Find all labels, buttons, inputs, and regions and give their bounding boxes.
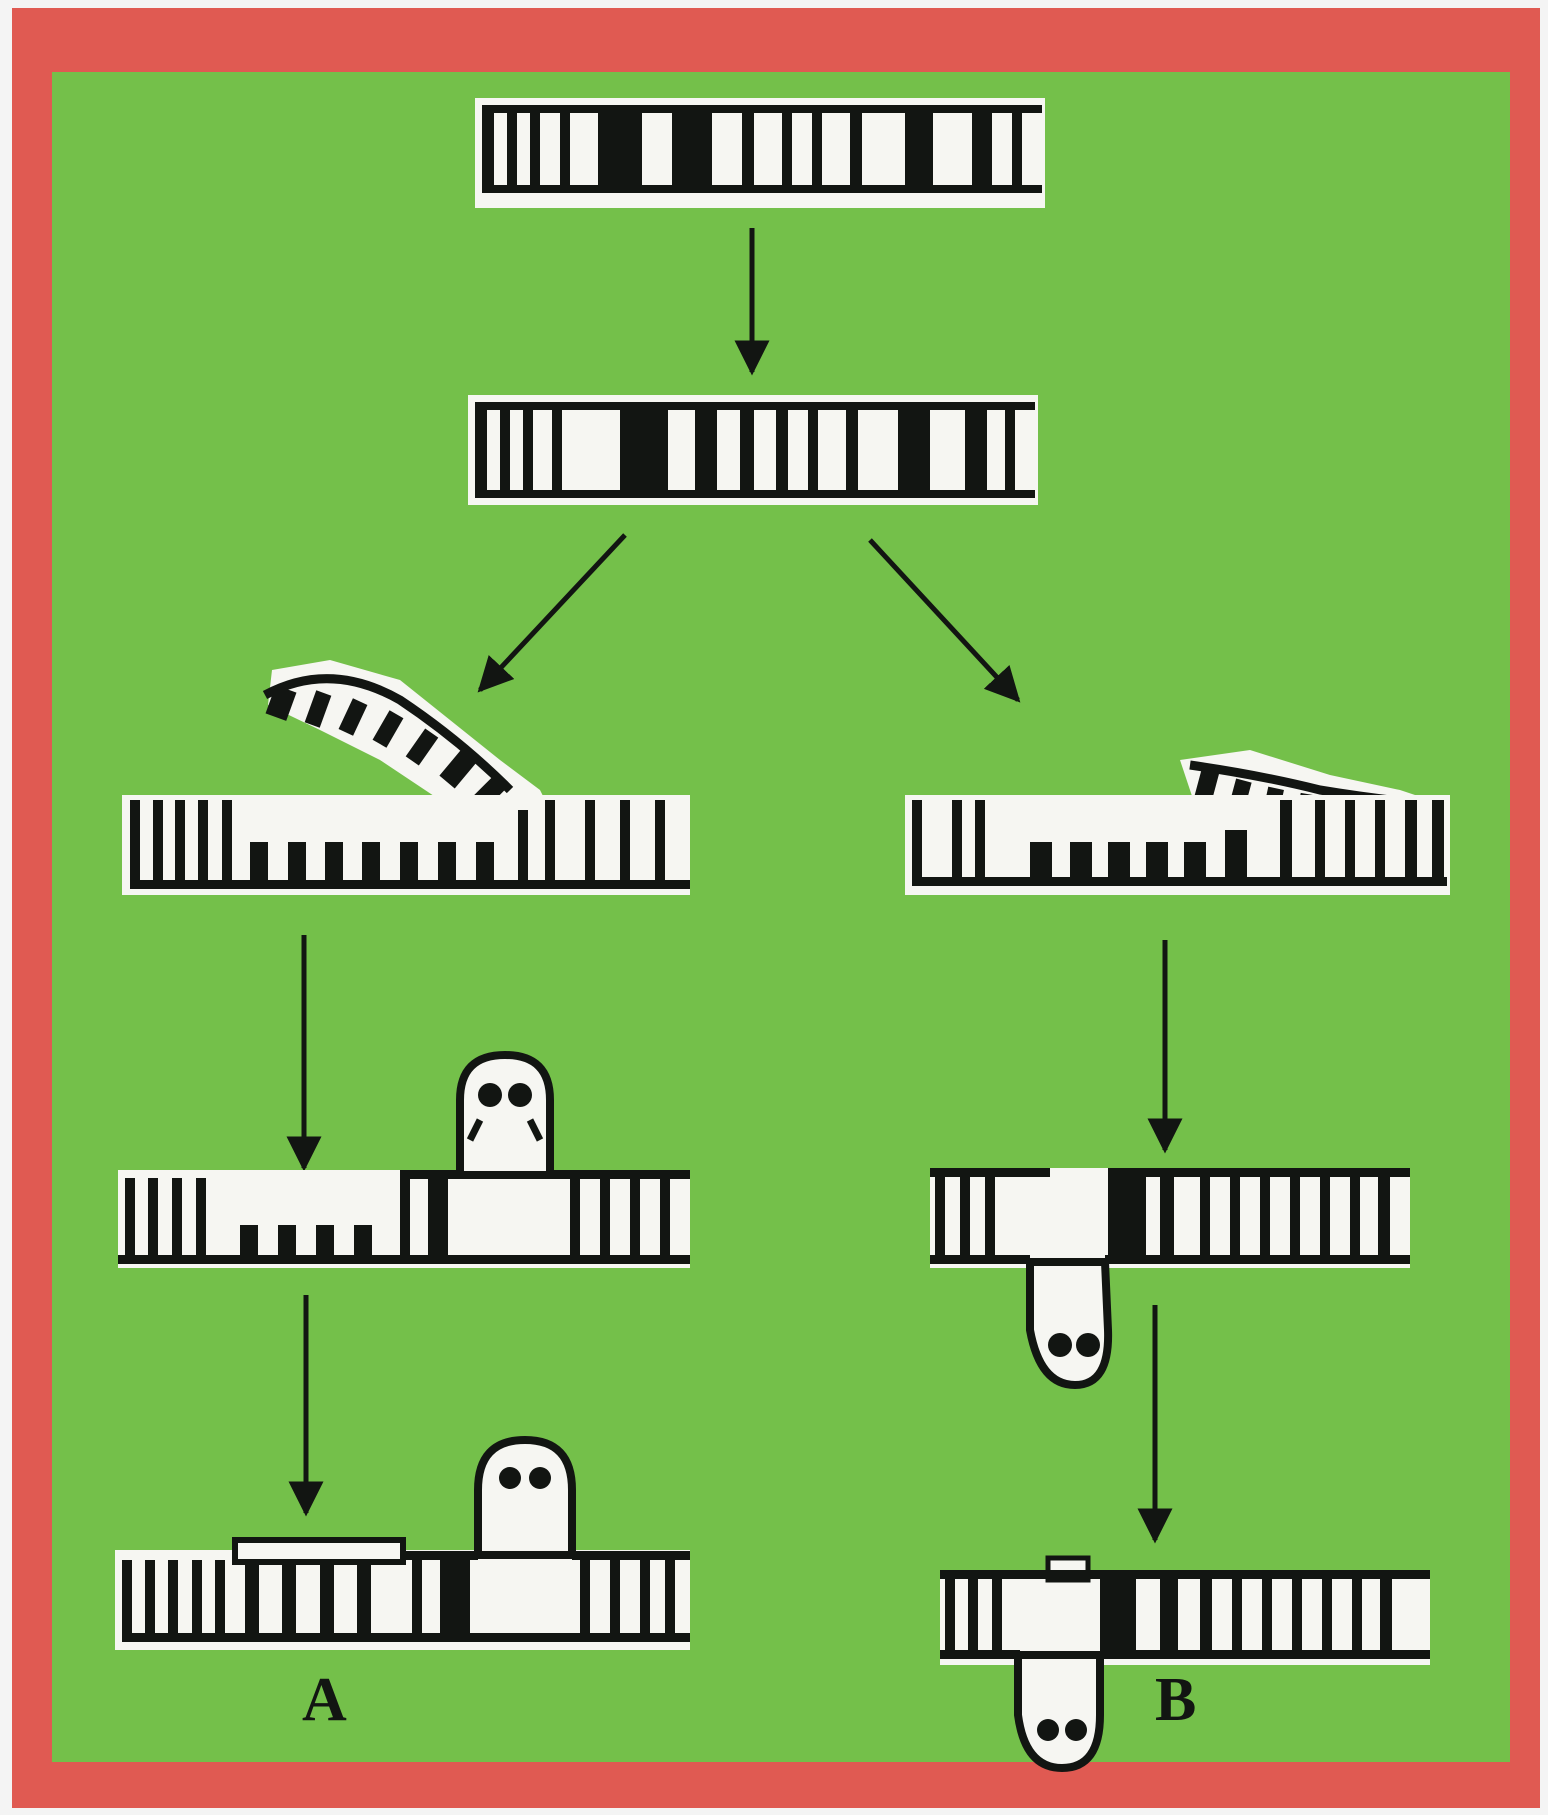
label-a: A — [302, 1665, 347, 1736]
diagram-panel — [52, 72, 1510, 1762]
slipped-duplex — [468, 395, 1038, 505]
label-b: B — [1155, 1665, 1196, 1736]
inserted-segment — [235, 1540, 403, 1562]
original-duplex — [475, 98, 1045, 208]
